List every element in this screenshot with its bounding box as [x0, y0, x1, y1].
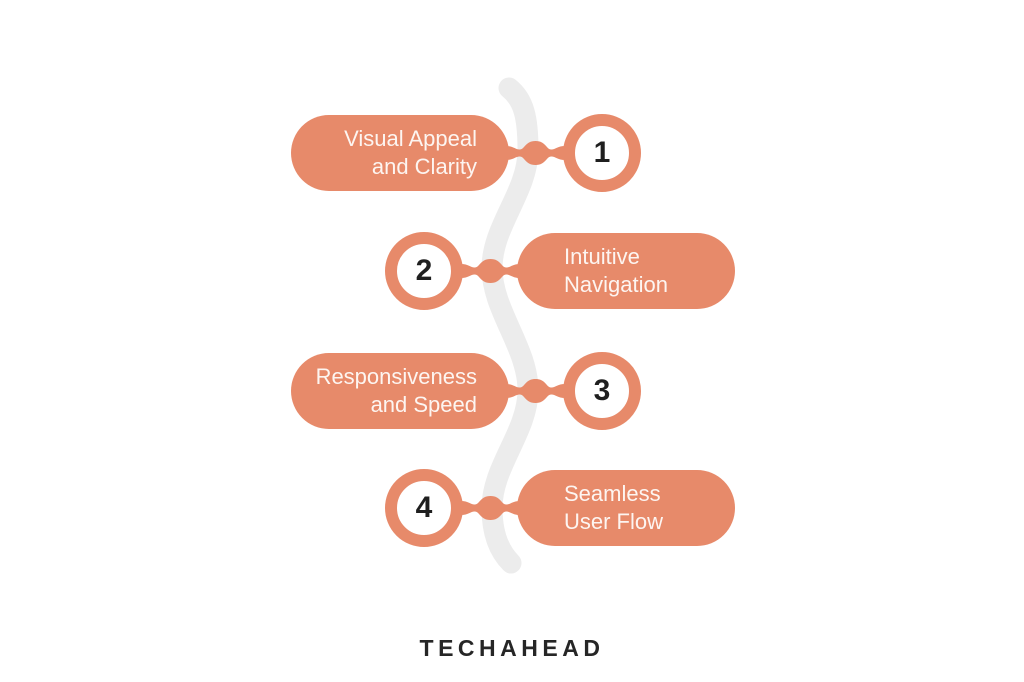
step-2-number-badge: 2 — [385, 232, 463, 310]
step-1-label-pill: Visual Appeal and Clarity — [291, 115, 509, 191]
step-2-number: 2 — [415, 254, 433, 287]
step-1-connector — [506, 141, 565, 165]
step-4-label-line1: Seamless — [564, 481, 661, 506]
step-4-connector — [461, 496, 520, 520]
step-2-label-line1: Intuitive — [564, 244, 640, 269]
step-1-number-badge: 1 — [563, 114, 641, 192]
step-4-number: 4 — [415, 491, 433, 524]
step-4-label-pill: Seamless User Flow — [517, 470, 735, 546]
step-1-label-line2: and Clarity — [371, 154, 477, 179]
step-3-label-line2: and Speed — [370, 392, 477, 417]
step-3-number-badge: 3 — [563, 352, 641, 430]
step-3-number: 3 — [593, 374, 611, 407]
step-2-label-pill: Intuitive Navigation — [517, 233, 735, 309]
step-3-connector — [506, 379, 565, 403]
step-2-connector — [461, 259, 520, 283]
step-1-number: 1 — [593, 136, 611, 169]
step-1-label-line1: Visual Appeal — [344, 126, 477, 151]
techahead-logo: TECHAHEAD — [419, 635, 605, 661]
step-4-number-badge: 4 — [385, 469, 463, 547]
step-4-label-line2: User Flow — [564, 509, 664, 534]
step-3-label-pill: Responsiveness and Speed — [291, 353, 509, 429]
step-3-label-line1: Responsiveness — [315, 364, 477, 389]
step-2-label-line2: Navigation — [564, 272, 668, 297]
